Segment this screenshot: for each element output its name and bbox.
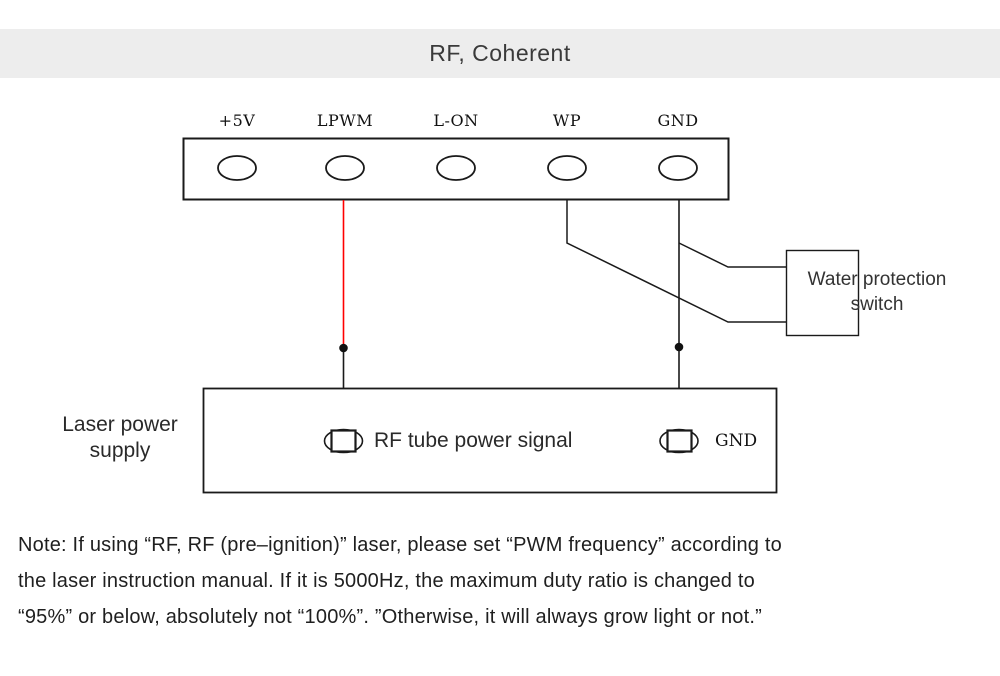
rf-terminal-label: RF tube power signal: [374, 429, 573, 452]
power-supply-label: Laser power supply: [62, 413, 178, 462]
water-switch-box: [785, 249, 860, 337]
pin-oval-wp: [547, 155, 587, 181]
wp-wire: [566, 200, 786, 323]
gnd-terminal-label: GND: [715, 431, 758, 451]
title-bar: RF, Coherent: [0, 29, 1000, 78]
pin-oval-lpwm: [325, 155, 365, 181]
pin-label-gnd: GND: [657, 111, 699, 130]
water-switch-label-line2: switch: [850, 294, 904, 315]
page-title: RF, Coherent: [429, 40, 571, 66]
pin-label-wp: WP: [552, 111, 582, 130]
power-supply-box: [202, 387, 778, 494]
pin-oval-gnd: [658, 155, 698, 181]
junction-dot-gnd: [674, 342, 684, 352]
pin-label-l-on: L-ON: [433, 111, 479, 130]
gnd-branch-wire: [678, 242, 786, 268]
pin-oval-l-on: [436, 155, 476, 181]
note-line-2: the laser instruction manual. If it is 5…: [18, 570, 755, 592]
water-switch-label: Water protection switch: [792, 267, 962, 317]
note-line-3: “95%” or below, absolutely not “100%”. ”…: [18, 606, 762, 628]
pin-label-lpwm: LPWM: [316, 111, 374, 130]
pin-oval-5v: [217, 155, 257, 181]
pin-label-5v: +5V: [218, 111, 256, 130]
gnd-terminal-square: [666, 429, 693, 453]
water-switch-label-line1: Water protection: [807, 269, 947, 290]
note-line-1: Note: If using “RF, RF (pre–ignition)” l…: [18, 534, 782, 556]
junction-dot-lpwm: [339, 343, 348, 353]
rf-terminal-square: [330, 429, 357, 453]
